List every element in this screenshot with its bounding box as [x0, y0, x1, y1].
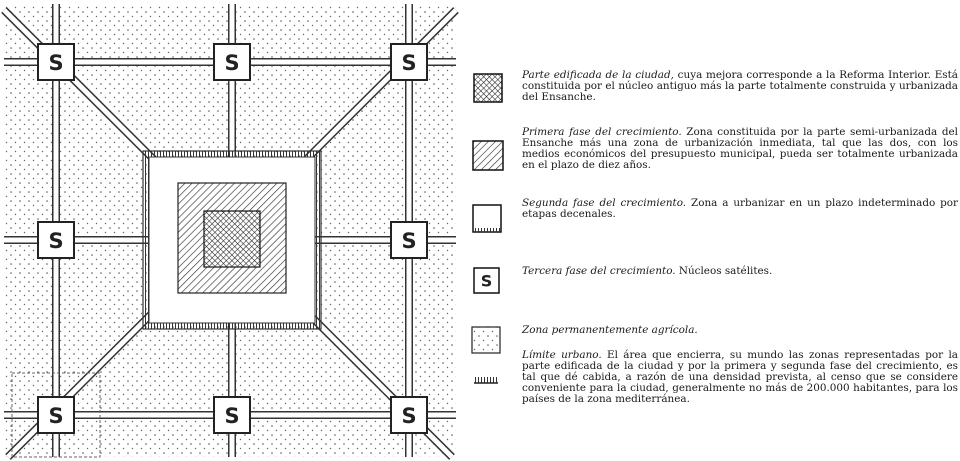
satellite-letter: S — [48, 229, 63, 253]
legend-blank-symbol — [472, 204, 502, 233]
satellite-nucleus: S — [390, 396, 428, 434]
legend-description: cuya mejora corresponde a la Reforma Int… — [522, 69, 958, 103]
satellite-box — [213, 396, 251, 434]
legend-symbols: S — [471, 73, 504, 384]
satellite-nucleus: S — [213, 43, 251, 81]
satellite-box — [390, 43, 428, 81]
satellite-box — [213, 43, 251, 81]
satellite-box — [390, 396, 428, 434]
legend-entry-agricultural: Zona permanentemente agrícola. — [522, 325, 958, 336]
legend-crosshatch-symbol — [473, 73, 503, 103]
satellite-nucleus: S — [37, 43, 75, 81]
legend-entry-built-city: Parte edificada de la ciudad, cuya mejor… — [522, 70, 958, 103]
legend-description: Zona a urbanizar en un plazo indetermina… — [522, 197, 958, 220]
legend-lead: Primera fase del crecimiento. — [522, 126, 682, 138]
legend-description: Zona constituida por la parte semi-urban… — [522, 126, 958, 171]
legend-entry-second-phase: Segunda fase del crecimiento. Zona a urb… — [522, 198, 958, 220]
satellite-letter: S — [224, 51, 239, 75]
legend-lead: Tercera fase del crecimiento. — [522, 265, 676, 277]
satellite-nucleus: S — [390, 43, 428, 81]
satellite-box — [390, 221, 428, 259]
satellite-box — [37, 221, 75, 259]
satellite-box — [37, 43, 75, 81]
built-city-core — [203, 210, 261, 268]
satellite-letter: S — [401, 51, 416, 75]
satellite-letter: S — [48, 404, 63, 428]
legend-entry-third-phase: Tercera fase del crecimiento. Núcleos sa… — [522, 266, 958, 277]
satellite-letter: S — [224, 404, 239, 428]
satellite-letter: S — [48, 51, 63, 75]
legend-lead: Zona permanentemente agrícola. — [522, 324, 698, 336]
legend-satellite-symbol — [473, 267, 500, 294]
legend-description: El área que encierra, su mundo las zonas… — [522, 349, 958, 405]
legend-entry-urban-limit: Límite urbano. El área que encierra, su … — [522, 350, 958, 405]
inset-outline — [11, 372, 101, 458]
satellite-nucleus: S — [390, 221, 428, 259]
legend-description: Núcleos satélites. — [675, 265, 773, 277]
legend-boundary-symbol — [474, 377, 498, 383]
satellite-box — [37, 396, 75, 434]
legend-satellite-letter: S — [481, 272, 493, 291]
legend-entry-first-phase: Primera fase del crecimiento. Zona const… — [522, 127, 958, 171]
satellite-nucleus: S — [37, 396, 75, 434]
legend-lead: Segunda fase del crecimiento. — [522, 197, 687, 209]
legend-diagonal-symbol — [472, 140, 504, 171]
satellite-letter: S — [401, 229, 416, 253]
satellite-nucleus: S — [213, 396, 251, 434]
satellite-letter: S — [401, 404, 416, 428]
satellite-nuclei: S S S S S S S S — [37, 43, 428, 434]
legend-lead: Límite urbano. — [522, 349, 602, 361]
legend-lead: Parte edificada de la ciudad, — [522, 69, 674, 81]
legend-dotted-symbol — [471, 326, 501, 354]
satellite-nucleus: S — [37, 221, 75, 259]
